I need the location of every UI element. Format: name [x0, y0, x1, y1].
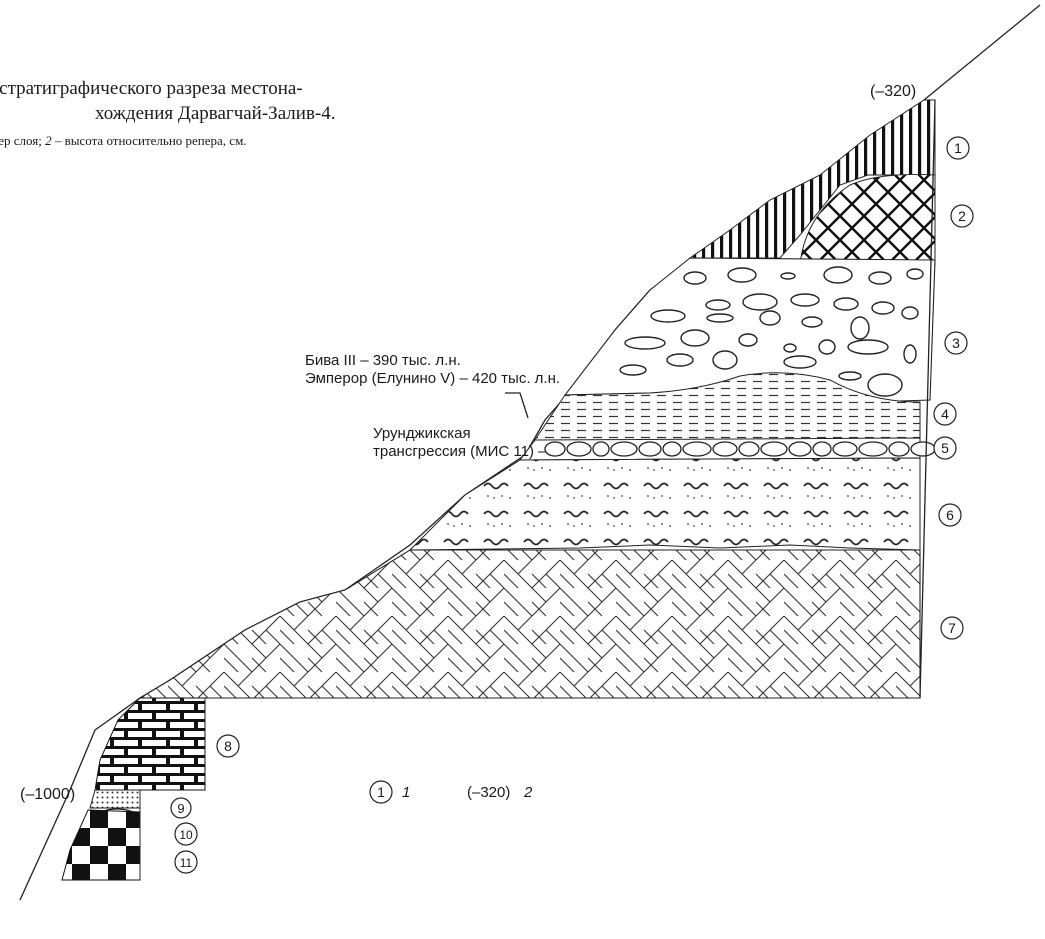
annotation-emperor: Эмперор (Елунино V) – 420 тыс. л.н.	[305, 370, 560, 387]
legend-marker-number: 1	[377, 784, 385, 800]
legend-marker-text: 1	[402, 784, 410, 801]
layer-marker-3: 3	[945, 332, 967, 354]
gravel-pebble	[789, 442, 811, 456]
gravel-pebble	[611, 442, 637, 456]
svg-text:10: 10	[179, 828, 193, 842]
gravel-pebble	[889, 442, 909, 456]
gravel-pebble	[739, 442, 759, 456]
layer-9-dotted	[90, 790, 140, 808]
layer-marker-11: 11	[175, 851, 197, 873]
gravel-pebble	[545, 442, 565, 456]
layer-marker-9: 9	[171, 798, 191, 818]
layer-8-brick	[95, 698, 205, 790]
layer-7-herringbone	[140, 550, 920, 698]
gravel-pebble	[639, 442, 661, 456]
annotation-urundzhik-1: Урунджикская	[373, 425, 471, 442]
gravel-pebble	[593, 442, 609, 456]
gravel-pebble	[833, 442, 857, 456]
svg-text:9: 9	[177, 801, 184, 816]
gravel-pebble	[663, 442, 681, 456]
layer-marker-8: 8	[217, 735, 239, 757]
layer-marker-5: 5	[934, 437, 956, 459]
layer-marker-10: 10	[175, 823, 197, 845]
annotation-urundzhik-2: трансгрессия (МИС 11) –	[373, 443, 547, 460]
elevation-label-top: (–320)	[870, 83, 916, 100]
svg-text:1: 1	[954, 140, 962, 156]
gravel-pebble	[683, 442, 711, 456]
legend-elevation-text: 2	[523, 784, 533, 801]
layer-marker-4: 4	[934, 403, 956, 425]
layer-marker-1: 1	[947, 137, 969, 159]
legend: 1 1 (–320) 2	[370, 781, 533, 803]
svg-text:2: 2	[958, 208, 966, 224]
svg-text:4: 4	[941, 406, 949, 422]
annotation-leader-line	[505, 393, 528, 418]
gravel-pebble	[761, 442, 787, 456]
layer-marker-6: 6	[939, 504, 961, 526]
elevation-label-bottom: (–1000)	[20, 786, 75, 803]
annotation-biva: Бива III – 390 тыс. л.н.	[305, 352, 461, 369]
gravel-pebble	[859, 442, 887, 456]
svg-text:11: 11	[180, 856, 193, 870]
gravel-pebble	[567, 442, 591, 456]
svg-text:6: 6	[946, 507, 954, 523]
gravel-pebble	[713, 442, 737, 456]
layer-marker-2: 2	[951, 205, 973, 227]
svg-text:3: 3	[952, 335, 960, 351]
layer-marker-7: 7	[941, 617, 963, 639]
gravel-pebble	[813, 442, 831, 456]
layer-6-wavy-lines	[410, 458, 920, 550]
layer-11-checkerboard	[62, 810, 140, 880]
legend-elevation: (–320)	[467, 784, 510, 801]
svg-text:5: 5	[941, 440, 949, 456]
svg-text:8: 8	[224, 738, 232, 754]
gravel-pebble	[911, 442, 935, 456]
svg-text:7: 7	[948, 620, 956, 636]
